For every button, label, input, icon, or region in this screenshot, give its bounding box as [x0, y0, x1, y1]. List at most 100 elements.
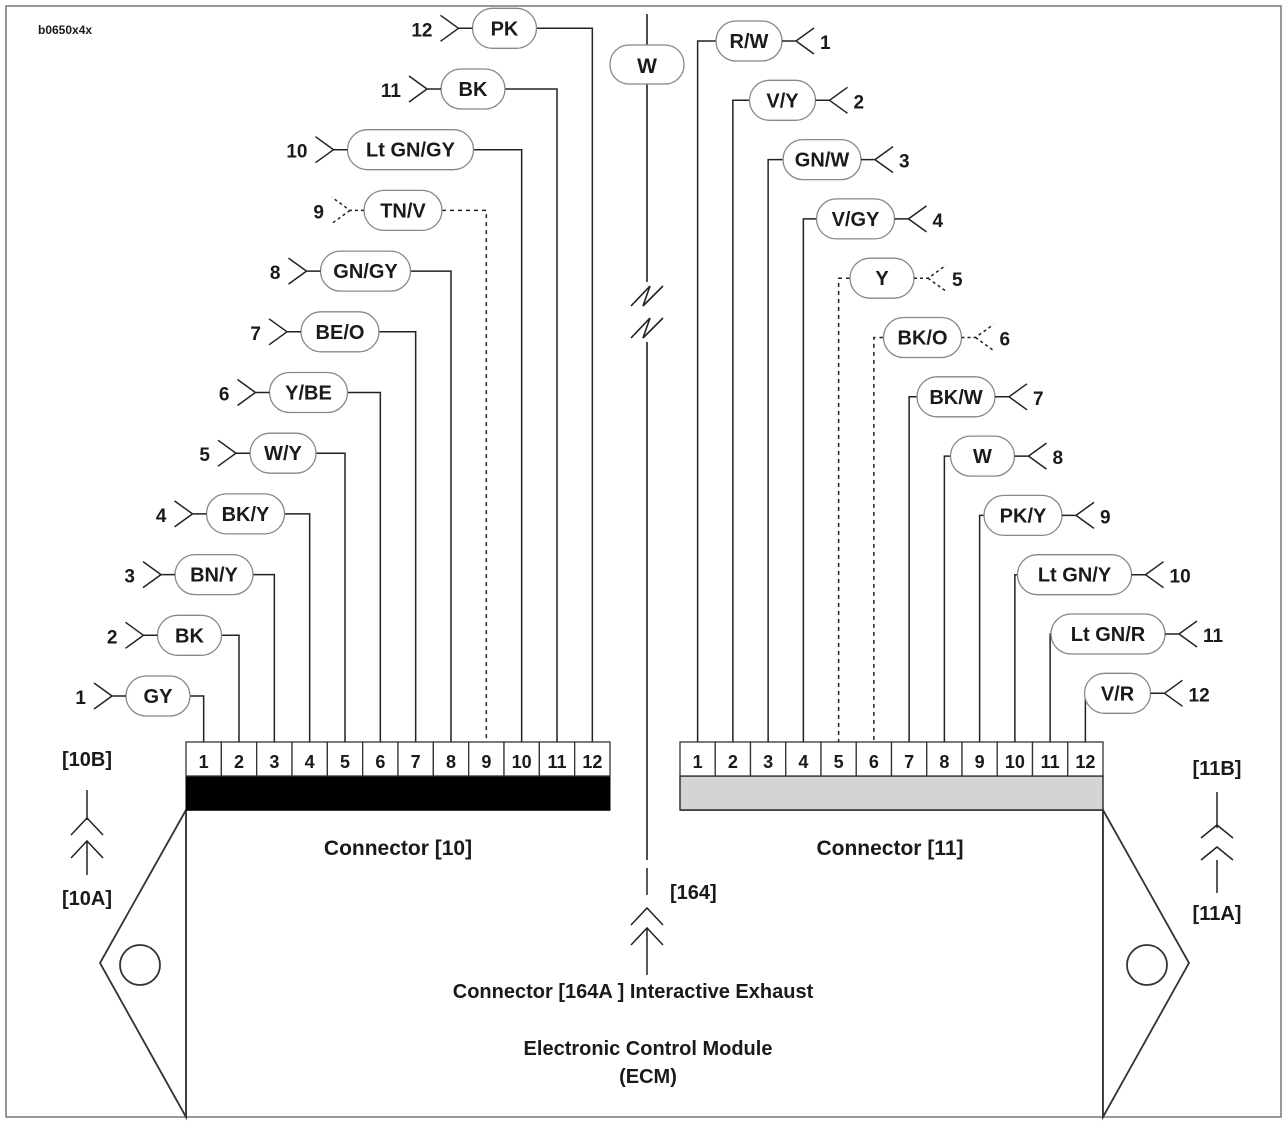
wire-cut-symbol: [1131, 561, 1164, 589]
pin-number: 10: [512, 752, 532, 772]
wire-cut-symbol: [440, 14, 473, 42]
wire-number: 3: [124, 567, 135, 588]
wire-color-label: Lt GN/R: [1071, 624, 1146, 646]
wire-number: 5: [952, 270, 963, 291]
wire-route: [190, 695, 205, 742]
wire-color-label: Y/BE: [285, 383, 332, 405]
wire-cut-symbol: [174, 500, 207, 528]
wire-color-label: V/GY: [832, 209, 880, 231]
pin-number: 1: [199, 752, 209, 772]
wire-number: 9: [1100, 507, 1111, 528]
wire-cut-symbol: [237, 378, 270, 407]
center-wire-color: W: [637, 55, 657, 78]
wire-l-9: TN/V9: [313, 189, 488, 742]
connector-11b-ref: [11B]: [1193, 758, 1242, 780]
pin-cell: [362, 741, 399, 777]
wire-color-label: V/Y: [766, 90, 799, 112]
wire-number: 4: [933, 211, 944, 232]
pin-cell: [574, 741, 611, 777]
pin-number: 12: [1075, 752, 1095, 772]
wire-route: [505, 88, 558, 742]
connector-164-ref: [164]: [670, 882, 717, 904]
pin-number: 1: [693, 752, 703, 772]
wire-color-label: R/W: [730, 31, 769, 53]
wire-cut-symbol: [1062, 501, 1095, 530]
wire-color-label: Lt GN/GY: [366, 140, 456, 162]
pin-cell: [326, 741, 364, 777]
wire-route: [284, 513, 311, 742]
wire-color-label: BK/Y: [222, 504, 270, 526]
wire-l-6: Y/BE 6: [219, 371, 382, 742]
wire-cut-symbol: [1165, 620, 1198, 648]
pin-number: 9: [481, 752, 491, 772]
wire-color-label: BN/Y: [190, 565, 238, 587]
wire-number: 11: [381, 81, 402, 102]
wire-l-7: BE/O7: [250, 311, 417, 742]
connector-11-body: [679, 775, 1104, 811]
connector-10b-ref: [10B]: [62, 749, 112, 771]
center-wire: [630, 14, 664, 860]
wire-route: [908, 396, 917, 742]
center-wire-label-box: [609, 44, 685, 85]
pin-cell: [256, 741, 293, 777]
wire-route: [802, 218, 817, 742]
wire-color-label: Y: [875, 268, 889, 290]
connector-10a-ref: [10A]: [62, 888, 112, 910]
pin-cell: [468, 741, 505, 777]
wire-cut-symbol: [268, 318, 301, 346]
connector-164-label: Connector [164A ] Interactive Exhaust: [453, 981, 814, 1003]
pin-number: 8: [939, 752, 949, 772]
wire-cut-symbol: [782, 27, 815, 55]
pin-number: 3: [269, 752, 279, 772]
wire-cut-symbol: [961, 323, 994, 352]
pin-number: 9: [975, 752, 985, 772]
wire-color-label: BK: [175, 625, 204, 647]
wire-number: 6: [219, 385, 230, 406]
wire-route: [1049, 633, 1051, 742]
wire-color-label: GN/W: [795, 150, 850, 172]
wire-number: 8: [1053, 448, 1064, 469]
wire-number: 7: [250, 324, 261, 345]
wire-color-label: BK/O: [898, 328, 948, 350]
connector-10-mating-symbol: [70, 790, 104, 875]
wire-route: [837, 277, 850, 742]
pin-cell: [820, 741, 857, 777]
wire-number: 4: [156, 506, 167, 527]
wire-l-2: BK2: [107, 614, 240, 742]
pin-number: 8: [446, 752, 456, 772]
wire-number: 12: [1189, 685, 1210, 706]
wire-r-4: V/GY 4: [802, 198, 944, 742]
wire-cut-symbol: [125, 621, 158, 649]
pin-number: 2: [728, 752, 738, 772]
wire-r-1: R/W 1: [696, 20, 831, 742]
wire-r-3: GN/W 3: [767, 138, 910, 742]
pin-number: 7: [904, 752, 914, 772]
pin-number: 5: [834, 752, 844, 772]
pin-number: 11: [547, 752, 566, 772]
wire-route: [767, 158, 783, 742]
pin-number: 12: [582, 752, 602, 772]
pin-number: 2: [234, 752, 244, 772]
wire-color-label: GN/GY: [333, 261, 398, 283]
connector-164-symbol: [630, 868, 664, 975]
wire-cut-symbol: [995, 383, 1028, 411]
connector-10-body: [185, 775, 611, 811]
ecm-abbrev: (ECM): [619, 1066, 677, 1088]
pin-number: 4: [305, 752, 315, 772]
pin-number: 6: [375, 752, 385, 772]
wire-number: 3: [899, 152, 910, 173]
wire-l-4: BK/Y 4: [156, 493, 311, 742]
wire-route: [410, 270, 452, 742]
wire-number: 1: [820, 33, 831, 54]
figure-id: b0650x4x: [38, 23, 92, 37]
